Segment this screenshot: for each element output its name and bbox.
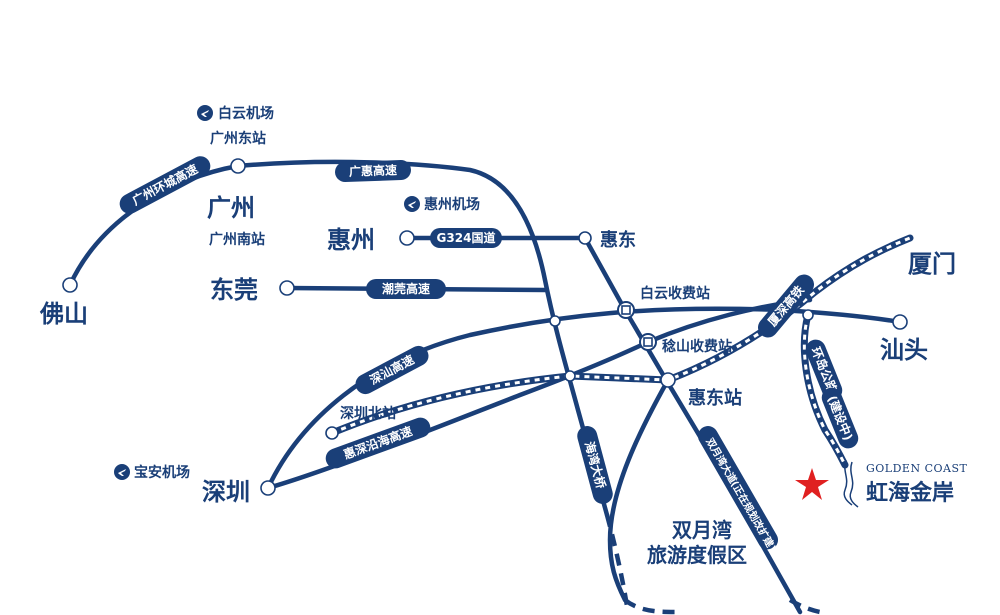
brand-chinese: 虹海金岸	[866, 480, 954, 506]
star-icon	[795, 468, 829, 500]
node-foshan	[62, 277, 78, 293]
node-shenzhen-north	[325, 426, 339, 440]
city-xiamen: 厦门	[908, 250, 956, 278]
resort-line1: 双月湾	[672, 518, 732, 542]
place-huidong-station: 惠东站	[688, 387, 742, 409]
g324-text: G324国道	[437, 230, 496, 245]
place-huidong: 惠东	[600, 229, 636, 251]
label-construction: (建设中)	[821, 387, 859, 449]
airplane-icon	[404, 196, 420, 212]
place-baoan-airport: 宝安机场	[134, 464, 190, 481]
node-coastal-start	[802, 309, 814, 321]
huidong-station-loop	[607, 377, 671, 603]
place-guangzhou-south: 广州南站	[209, 231, 265, 248]
city-shantou: 汕头	[880, 336, 928, 364]
node-huidong	[578, 231, 592, 245]
city-shenzhen: 深圳	[202, 478, 250, 506]
loop-dashed	[623, 598, 676, 615]
city-labels: 佛山 广州 东莞 深圳 惠州 厦门 汕头	[39, 194, 956, 506]
guangzhou-ring-text: 广州环城高速	[129, 161, 200, 208]
label-huishen: 惠深沿海高速	[325, 417, 431, 469]
toll-gate-icon	[639, 333, 657, 351]
airplane-icon	[197, 105, 213, 121]
place-baiyun-airport: 白云机场	[218, 105, 274, 122]
label-chaoguan: 潮莞高速	[366, 279, 446, 299]
node-guangzhou-east	[230, 158, 246, 174]
place-baiyun-toll: 白云收费站	[640, 285, 710, 302]
resort-label: 双月湾 旅游度假区	[647, 518, 747, 567]
node-huizhou	[399, 230, 415, 246]
resort-line2: 旅游度假区	[647, 543, 747, 567]
city-foshan: 佛山	[39, 300, 88, 328]
label-guanghui: 广惠高速	[335, 160, 411, 182]
brand-english: GOLDEN COAST	[866, 462, 967, 475]
brand-logo-icon	[843, 459, 859, 508]
place-huizhou-airport: 惠州机场	[424, 196, 480, 213]
label-shenshan: 深汕高速	[355, 345, 429, 395]
node-junction-2	[564, 370, 576, 382]
vertical-dashed	[788, 598, 821, 615]
label-guangzhou-ring: 广州环城高速	[119, 156, 211, 214]
chaoguan-text: 潮莞高速	[382, 281, 430, 296]
guanghui-text: 广惠高速	[349, 162, 398, 179]
node-junction-1	[549, 315, 561, 327]
coastal-road-rail	[800, 311, 849, 469]
nodes	[62, 158, 908, 496]
place-jishan-toll: 稔山收费站	[662, 338, 732, 355]
node-shenzhen	[260, 480, 276, 496]
city-huizhou: 惠州	[327, 226, 375, 254]
shenshan-road	[265, 306, 903, 491]
node-shantou	[892, 314, 908, 330]
toll-gate-icon	[617, 301, 635, 319]
xiashen-rail	[328, 234, 914, 437]
place-labels: 白云机场 广州东站 广州南站 惠州机场 惠东 白云收费站 稔山收费站 惠东站 深…	[134, 105, 742, 481]
airplane-icon	[114, 464, 130, 480]
node-dongguan	[279, 280, 295, 296]
label-g324: G324国道	[430, 228, 502, 248]
node-huidong-station	[660, 372, 676, 388]
label-haiwan: 海湾大桥	[577, 426, 613, 504]
project-marker: GOLDEN COAST 虹海金岸	[795, 459, 967, 508]
place-shenzhen-north: 深圳北站	[340, 405, 396, 422]
city-dongguan: 东莞	[210, 276, 258, 304]
city-guangzhou: 广州	[207, 194, 255, 222]
place-guangzhou-east: 广州东站	[210, 130, 266, 147]
